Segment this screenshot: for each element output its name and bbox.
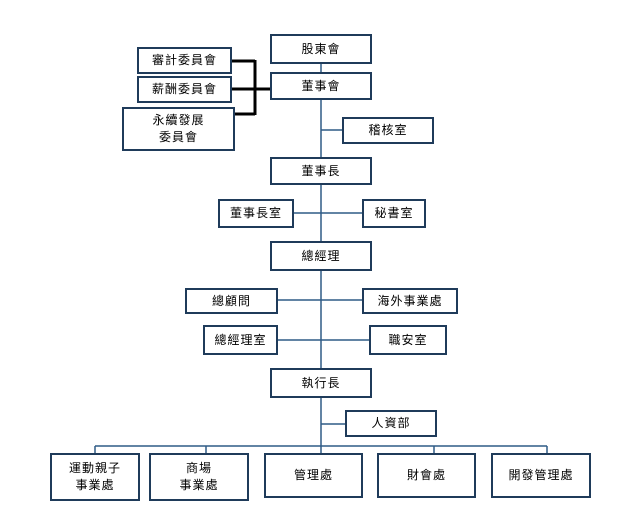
box-division-management: 管理處 [264,453,363,498]
box-division-development: 開發管理處 [491,453,591,498]
box-secretary-office: 秘書室 [362,199,426,228]
box-shareholders-meeting: 股東會 [270,34,372,64]
box-gm-office: 總經理室 [203,325,278,355]
box-board-of-directors: 董事會 [270,72,372,100]
box-overseas-division: 海外事業處 [362,288,458,314]
box-ceo: 執行長 [270,368,372,398]
box-general-manager: 總經理 [270,241,372,271]
box-hr-department: 人資部 [345,410,437,437]
box-division-sports-family: 運動親子 事業處 [50,453,140,501]
box-remuneration-committee: 薪酬委員會 [137,76,232,103]
box-occupational-safety-office: 職安室 [369,325,447,355]
box-consultant: 總顧問 [185,288,278,314]
box-sustainability-committee: 永續發展 委員會 [122,107,235,151]
box-division-mall: 商場 事業處 [149,453,249,501]
box-division-finance: 財會處 [377,453,476,498]
box-chairman-office: 董事長室 [218,199,294,228]
box-chairman: 董事長 [270,157,372,185]
box-audit-office: 稽核室 [342,117,434,144]
box-audit-committee: 審計委員會 [137,47,232,74]
